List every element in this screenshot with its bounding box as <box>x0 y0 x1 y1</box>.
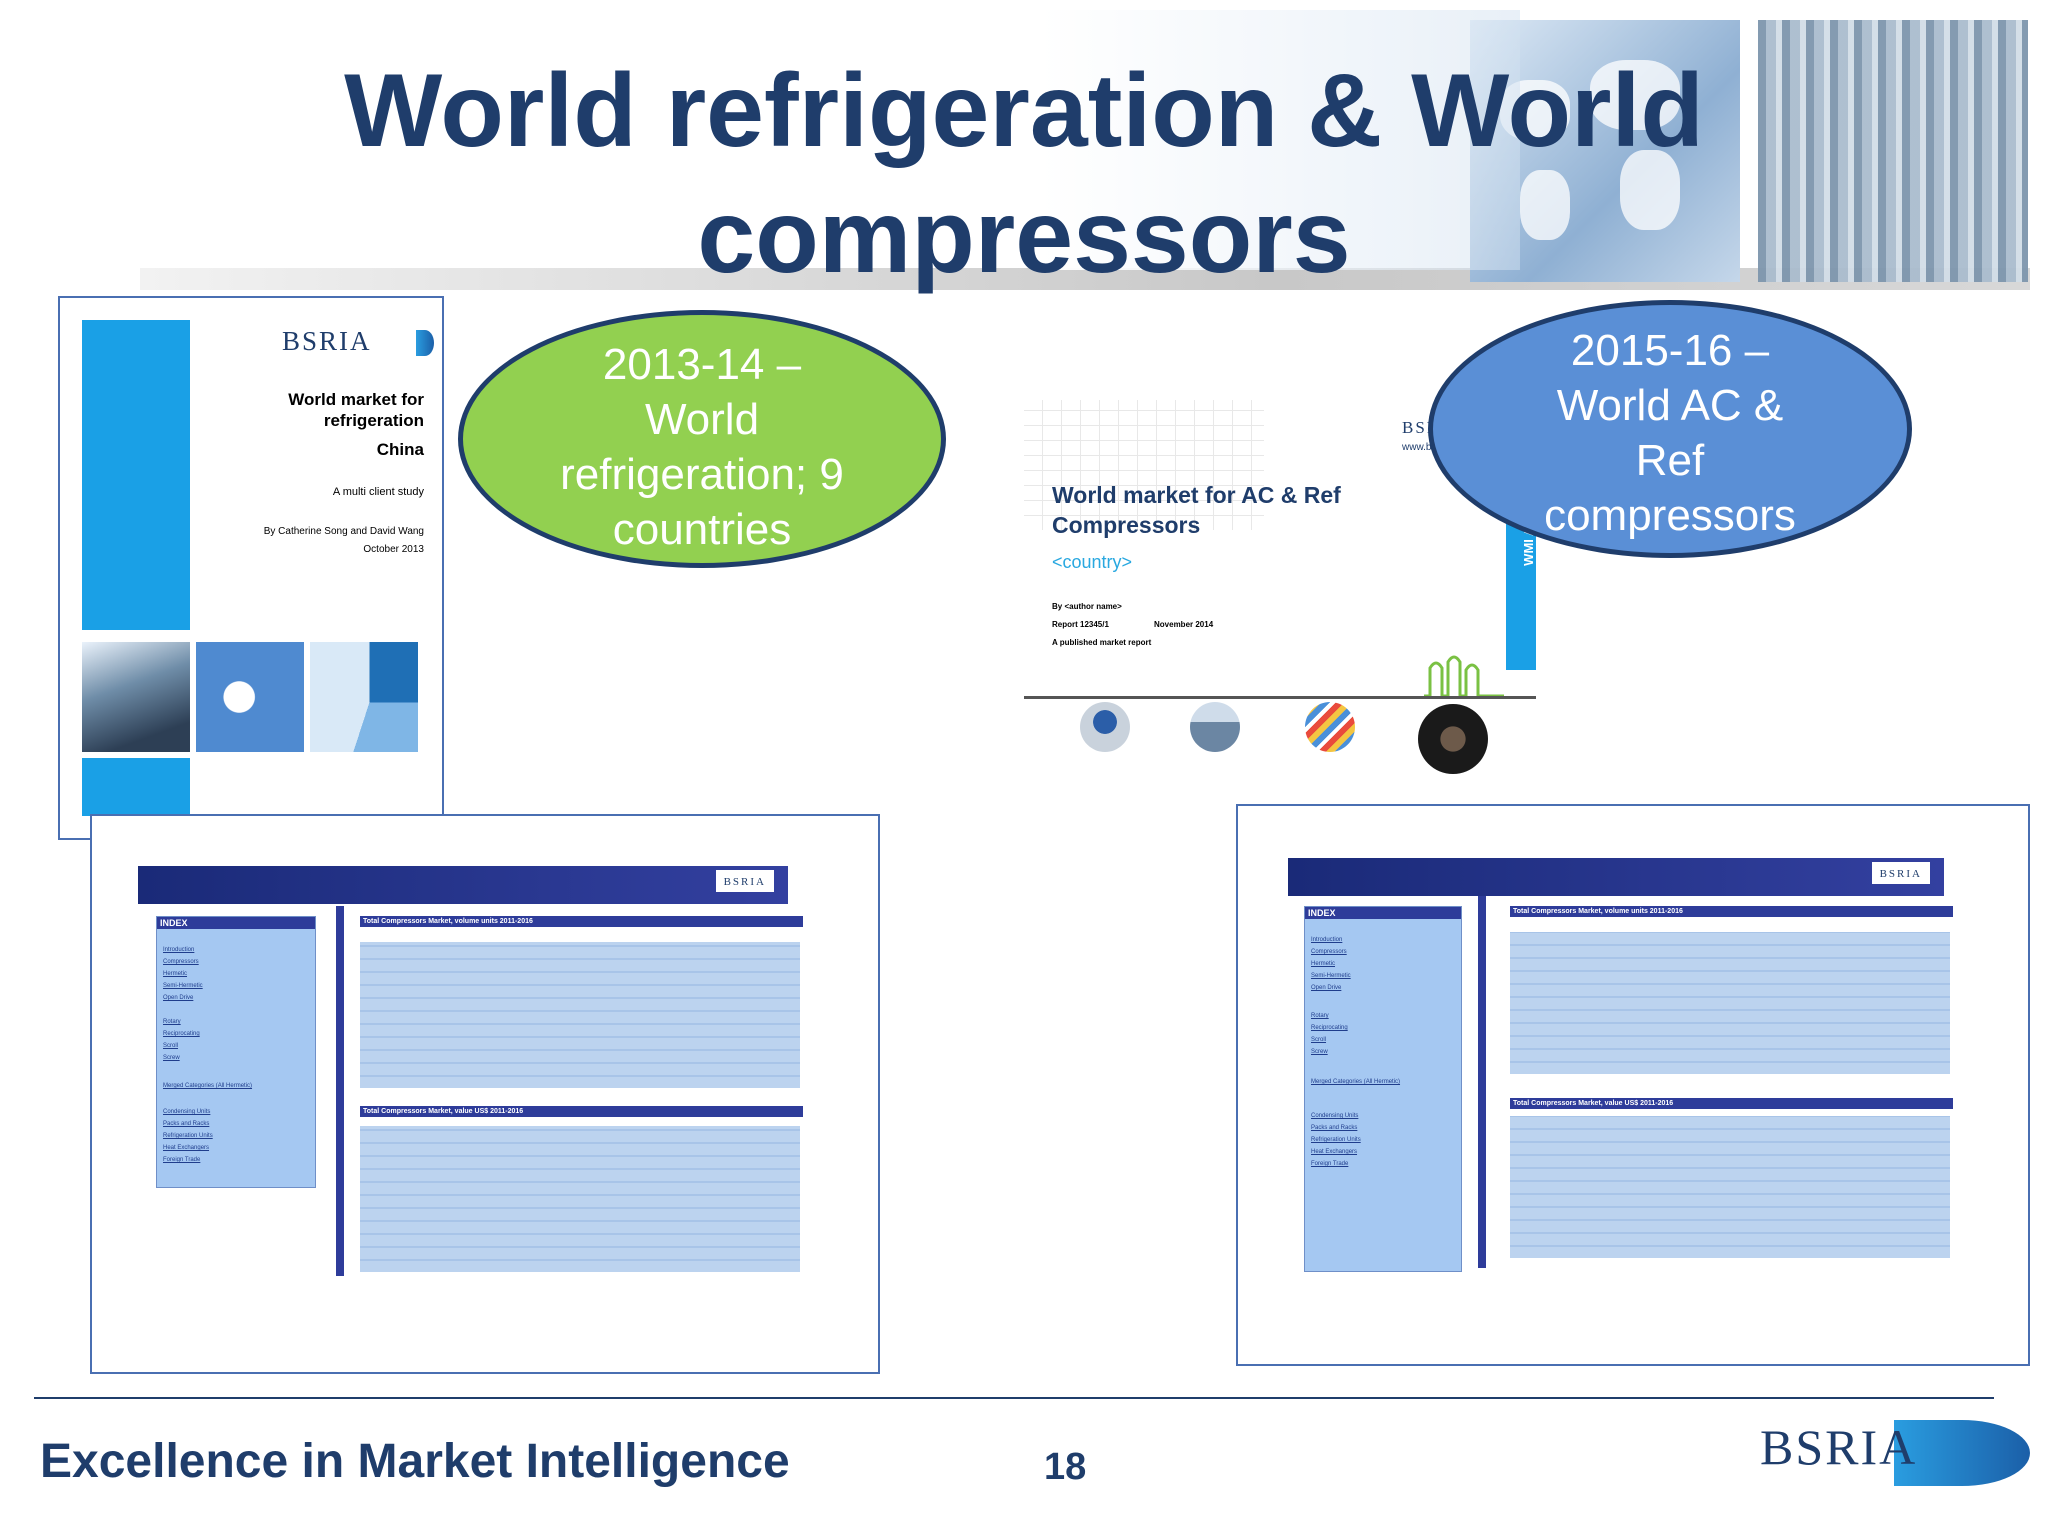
footer-tagline: Excellence in Market Intelligence <box>40 1435 790 1488</box>
callout-green-line2: World <box>644 395 760 444</box>
index-link[interactable]: Packs and Racks <box>163 1121 210 1127</box>
callout-green-line1: 2013-14 – <box>602 340 802 389</box>
index-link[interactable]: Hermetic <box>163 971 188 977</box>
cover-stripe <box>82 320 190 630</box>
callout-blue-line1: 2015-16 – <box>1570 326 1770 375</box>
table-divider <box>336 906 344 1276</box>
slide-title-line2: compressors <box>697 179 1351 295</box>
index-link[interactable]: Refrigeration Units <box>1311 1137 1361 1143</box>
cover2-country: <country> <box>1052 552 1133 572</box>
index-link[interactable]: Refrigeration Units <box>163 1133 213 1139</box>
table-screenshot-left: BSRIA INDEX Introduction Compressors Her… <box>90 814 880 1374</box>
index-link[interactable]: Introduction <box>1311 937 1343 943</box>
callout-green-line4: countries <box>612 505 792 554</box>
callout-world-ac-ref-compressors: 2015-16 – World AC & Ref compressors <box>1428 300 1912 558</box>
cover-country: China <box>376 440 424 459</box>
index-link[interactable]: Hermetic <box>1311 961 1336 967</box>
cover2-report-no: Report 12345/1 <box>1052 620 1109 629</box>
index-link[interactable]: Merged Categories (All Hermetic) <box>163 1083 253 1089</box>
index-link[interactable]: Condensing Units <box>1311 1113 1359 1119</box>
page-number: 18 <box>1044 1446 1087 1488</box>
bsria-logo-mini: BSRIA <box>715 870 774 892</box>
index-link[interactable]: Foreign Trade <box>163 1157 201 1163</box>
table1-title: Total Compressors Market, volume units 2… <box>1510 906 1953 917</box>
table2-title: Total Compressors Market, value US$ 2011… <box>1510 1098 1953 1109</box>
index-link[interactable]: Rotary <box>1311 1013 1329 1019</box>
report-cover-refrigeration-china: BSRIA World market for refrigeration Chi… <box>58 296 444 840</box>
index-link[interactable]: Semi-Hermetic <box>1311 973 1351 979</box>
cover2-date: November 2014 <box>1154 620 1214 629</box>
table1-body <box>1510 932 1950 1074</box>
cover-title-line2: refrigeration <box>323 411 424 430</box>
footer-divider <box>34 1397 1994 1399</box>
logo-swoosh-icon <box>416 330 434 356</box>
index-link[interactable]: Heat Exchangers <box>1311 1149 1358 1155</box>
towers-photo <box>82 642 190 752</box>
skyline-icon <box>1424 655 1504 698</box>
index-link[interactable]: Reciprocating <box>163 1031 200 1037</box>
slide-title: World refrigeration & World compressors <box>0 48 2048 300</box>
footer-bsria-logo: BSRIA <box>1760 1418 2030 1486</box>
compressor-photo <box>1418 704 1488 774</box>
globe-photo <box>196 642 304 752</box>
index-link[interactable]: Open Drive <box>1311 985 1342 991</box>
index-link[interactable]: Compressors <box>163 959 199 965</box>
bsria-logo: BSRIA <box>282 326 434 357</box>
index-title: INDEX <box>157 917 315 929</box>
index-link[interactable]: Screw <box>1311 1049 1328 1055</box>
table-screenshot-right: BSRIA INDEX Introduction Compressors Her… <box>1236 804 2030 1366</box>
blueprint-background <box>1024 400 1264 530</box>
cover-title-line1: World market for <box>288 390 424 409</box>
cover2-note: A published market report <box>1052 638 1152 647</box>
callout-green-line3: refrigeration; 9 <box>560 450 844 499</box>
cover2-baseline <box>1024 696 1536 699</box>
chart-photo <box>310 642 418 752</box>
logo-swoosh-icon <box>1894 1420 2030 1486</box>
index-link[interactable]: Semi-Hermetic <box>163 983 203 989</box>
table1-title: Total Compressors Market, volume units 2… <box>360 916 803 927</box>
index-link[interactable]: Screw <box>163 1055 180 1061</box>
index-link[interactable]: Heat Exchangers <box>163 1145 210 1151</box>
table1-body <box>360 942 800 1088</box>
index-link[interactable]: Rotary <box>163 1019 181 1025</box>
table-divider <box>1478 896 1486 1268</box>
index-panel: INDEX Introduction Compressors Hermetic … <box>1304 906 1462 1272</box>
table2-body <box>360 1126 800 1272</box>
cover2-title-line2: Compressors <box>1052 512 1201 538</box>
index-link[interactable]: Scroll <box>163 1043 179 1049</box>
header-fade <box>1040 10 1520 270</box>
callout-world-refrigeration: 2013-14 – World refrigeration; 9 countri… <box>458 310 946 568</box>
cover-stripe-bottom <box>82 758 190 816</box>
index-panel: INDEX Introduction Compressors Hermetic … <box>156 916 316 1188</box>
index-link[interactable]: Introduction <box>163 947 195 953</box>
graph-photo <box>1305 702 1355 752</box>
cover2-author: By <author name> <box>1052 602 1122 611</box>
cover-date: October 2013 <box>363 544 424 555</box>
cover-authors: By Catherine Song and David Wang <box>263 526 424 537</box>
table2-body <box>1510 1116 1950 1258</box>
index-link[interactable]: Condensing Units <box>163 1109 211 1115</box>
skyscraper-image <box>1758 20 2028 282</box>
index-link[interactable]: Packs and Racks <box>1311 1125 1358 1131</box>
callout-blue-line4: compressors <box>1544 491 1796 540</box>
slide-title-line1: World refrigeration & World <box>344 53 1704 169</box>
building-photo <box>1190 702 1240 752</box>
callout-blue-line3: Ref <box>1635 436 1705 485</box>
cover2-title-line1: World market for AC & Ref <box>1052 482 1341 508</box>
table-header-bar: BSRIA <box>138 866 788 904</box>
index-link[interactable]: Compressors <box>1311 949 1347 955</box>
engineer-photo <box>1080 702 1130 752</box>
table2-title: Total Compressors Market, value US$ 2011… <box>360 1106 803 1117</box>
index-link[interactable]: Merged Categories (All Hermetic) <box>1311 1079 1401 1085</box>
cover-subtitle: A multi client study <box>332 486 424 498</box>
index-link[interactable]: Open Drive <box>163 995 194 1001</box>
table-header-bar: BSRIA <box>1288 858 1944 896</box>
bsria-logo-mini: BSRIA <box>1871 862 1930 884</box>
index-title: INDEX <box>1305 907 1461 919</box>
callout-blue-line2: World AC & <box>1556 381 1784 430</box>
index-link[interactable]: Scroll <box>1311 1037 1327 1043</box>
index-link[interactable]: Foreign Trade <box>1311 1161 1349 1167</box>
index-link[interactable]: Reciprocating <box>1311 1025 1348 1031</box>
